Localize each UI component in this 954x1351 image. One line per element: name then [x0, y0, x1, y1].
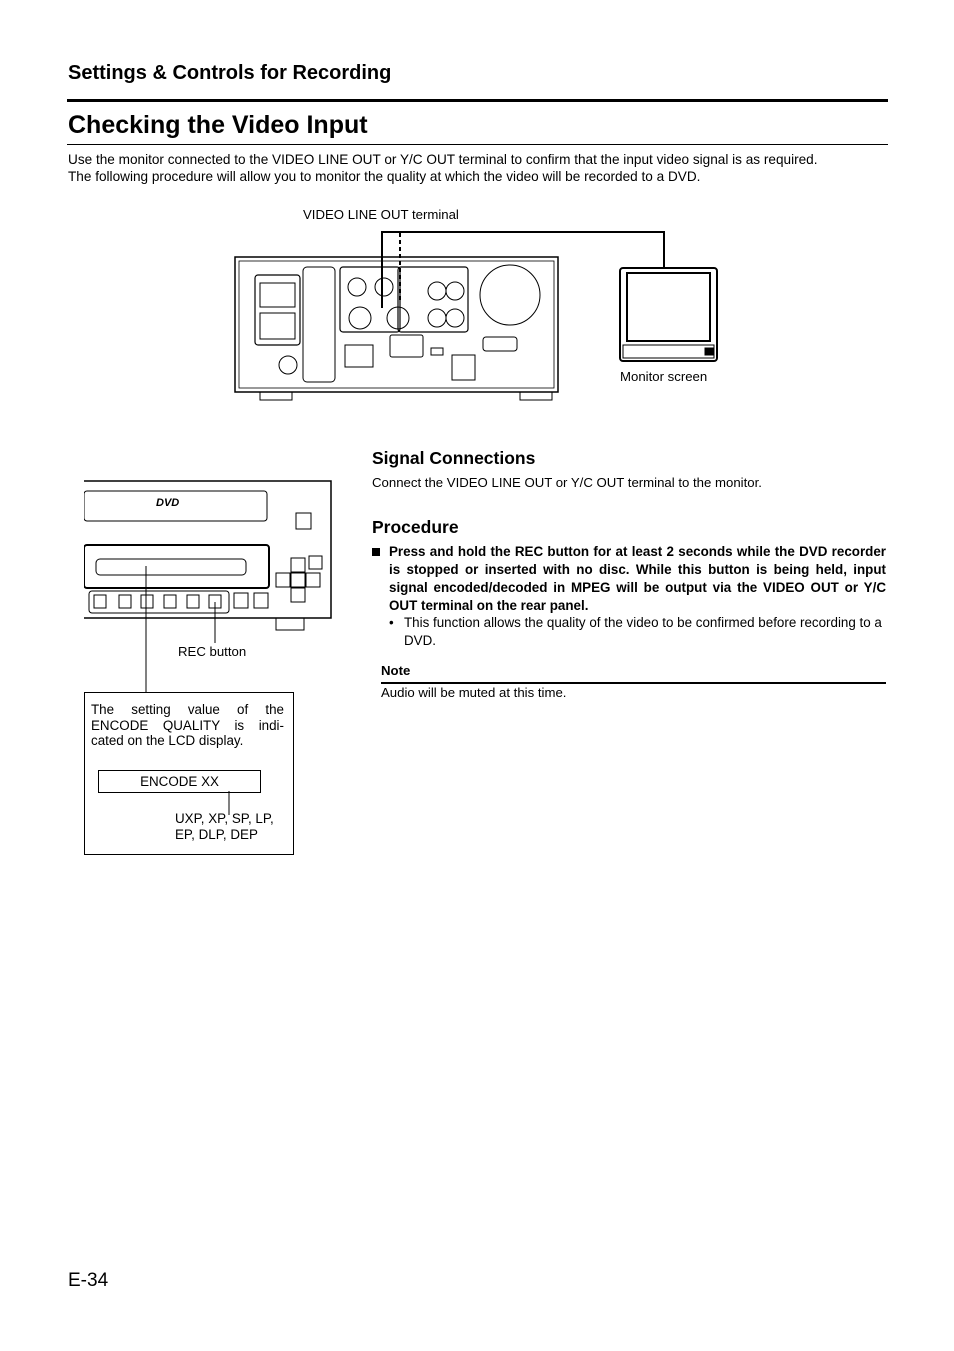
rear-panel-diagram	[234, 231, 718, 401]
encode-modes-line-1: UXP, XP, SP, LP,	[175, 811, 274, 826]
title-divider	[67, 144, 888, 145]
encode-pointer-line	[228, 791, 230, 815]
note-text: Audio will be muted at this time.	[381, 685, 567, 700]
recorder-rear-panel	[234, 256, 559, 393]
dot-bullet-icon: •	[389, 615, 394, 630]
square-bullet-icon	[372, 548, 380, 556]
encode-info-box	[84, 692, 294, 855]
video-line-out-label: VIDEO LINE OUT terminal	[303, 207, 459, 222]
procedure-sub-text: This function allows the quality of the …	[404, 615, 882, 648]
rec-button-label: REC button	[178, 644, 247, 659]
procedure-heading: Procedure	[372, 517, 459, 537]
note-label: Note	[381, 663, 411, 678]
encode-info-text: The setting value of the ENCODE QUALITY …	[91, 702, 284, 748]
note-divider	[381, 682, 886, 684]
procedure-sub-bullet: • This function allows the quality of th…	[389, 614, 886, 650]
lcd-display	[95, 558, 247, 576]
encode-modes: UXP, XP, SP, LP, EP, DLP, DEP	[175, 811, 274, 843]
intro-line-2: The following procedure will allow you t…	[68, 169, 701, 184]
cable-line	[381, 231, 665, 308]
procedure-step-text: Press and hold the REC button for at lea…	[389, 544, 886, 613]
page-number: E-34	[68, 1270, 109, 1291]
fan	[479, 264, 541, 326]
signal-connections-heading: Signal Connections	[372, 448, 536, 468]
front-panel-diagram: DVD	[84, 480, 332, 692]
procedure-step: Press and hold the REC button for at lea…	[372, 543, 886, 615]
section-header: Settings & Controls for Recording	[68, 62, 392, 84]
recorder-front-panel	[84, 480, 332, 619]
header-divider	[67, 99, 888, 102]
lcd-encode-display: ENCODE XX	[98, 770, 261, 793]
signal-connections-text: Connect the VIDEO LINE OUT or Y/C OUT te…	[372, 475, 762, 490]
monitor-screen-label: Monitor screen	[620, 369, 708, 384]
dvd-logo: DVD	[156, 497, 179, 509]
intro-line-1: Use the monitor connected to the VIDEO L…	[68, 152, 818, 167]
encode-modes-line-2: EP, DLP, DEP	[175, 827, 258, 842]
monitor	[619, 267, 718, 362]
page-title: Checking the Video Input	[68, 111, 368, 139]
